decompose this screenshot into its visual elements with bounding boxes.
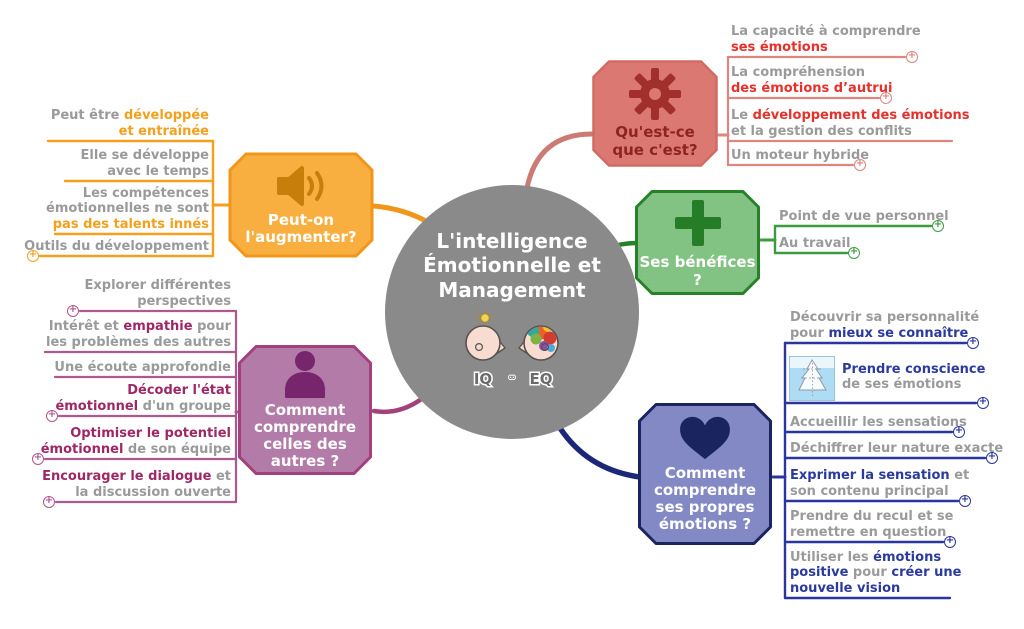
leaf-others-2[interactable]: Intérêt et empathie pour les problèmes d… [46,319,231,350]
leaf-what-1[interactable]: La capacité à comprendre ses émotions [731,24,921,55]
benefits-branch-lines [759,224,933,255]
leaf-benefits-1[interactable]: Point de vue personnel [779,208,949,224]
expand-button[interactable]: + [977,396,989,409]
expand-button[interactable]: + [43,495,55,508]
node-what[interactable]: Qu'est-ce que c'est? [592,60,718,167]
iq-head-icon [465,310,506,361]
leaf-own-3[interactable]: Accueillir les sensations [790,414,967,430]
leaf-own-7[interactable]: Utiliser les émotions positive pour crée… [790,550,962,596]
node-what-label: Qu'est-ce que c'est? [612,123,698,159]
leaf-augment-4[interactable]: Outils du développement [24,238,209,254]
leaf-others-6[interactable]: Encourager le dialogue et la discussion … [42,469,231,500]
node-own-emotions-label: Comment comprendre ses propres émotions … [653,463,757,534]
eq-head-icon [518,325,559,361]
leaf-what-3[interactable]: Le développement des émotions et la gest… [731,108,970,139]
gear-icon [629,68,681,121]
person-icon [285,350,325,398]
leaf-own-4[interactable]: Déchiffrer leur nature exacte [790,440,1004,456]
expand-button[interactable]: + [944,535,956,548]
node-own-emotions[interactable]: Comment comprendre ses propres émotions … [638,403,772,545]
iq-eq-illustration: IQ ∞ EQ [465,310,559,388]
expand-button[interactable]: + [27,249,39,262]
node-benefits[interactable]: Ses bénéfices ? [635,190,760,295]
node-benefits-label: Ses bénéfices ? [639,253,756,289]
leaf-augment-2[interactable]: Elle se développe avec le temps [80,148,209,179]
leaf-augment-1[interactable]: Peut être développée et entraînée [50,108,209,139]
leaf-others-1[interactable]: Explorer différentes perspectives [84,278,232,309]
expand-button[interactable]: + [967,336,979,349]
heart-icon [680,416,730,459]
augment-branch-lines [38,139,231,258]
plus-icon [674,200,721,247]
expand-button[interactable]: + [880,91,892,104]
vs-symbol: ∞ [508,373,516,383]
expand-button[interactable]: + [953,425,965,438]
expand-button[interactable]: + [32,452,44,465]
expand-button[interactable]: + [932,219,944,232]
central-title: L'intelligence Émotionnelle et Managemen… [423,229,601,302]
leaf-augment-3[interactable]: Les compétences émotionnelles ne sont pa… [46,186,209,232]
expand-button[interactable]: + [67,304,79,317]
central-topic[interactable]: L'intelligence Émotionnelle et Managemen… [385,185,639,439]
own-node-shape [638,403,772,545]
expand-button[interactable]: + [959,494,971,507]
others-node-shape [238,345,372,475]
leaf-own-1[interactable]: Découvrir sa personnalité pour mieux se … [790,310,980,341]
expand-button[interactable]: + [848,246,860,259]
leaf-own-5[interactable]: Exprimer la sensation et son contenu pri… [790,468,970,499]
own-branch-lines [771,341,987,600]
what-branch-lines [716,55,954,167]
node-others[interactable]: Comment comprendre celles des autres ? [238,345,372,475]
center-connectors [370,131,643,480]
speaker-icon [277,165,324,206]
leaf-benefits-2[interactable]: Au travail [779,235,851,251]
leaf-own-6[interactable]: Prendre du recul et se remettre en quest… [790,509,954,540]
iq-label: IQ [474,370,492,388]
eq-label: EQ [530,370,553,388]
expand-button[interactable]: + [986,451,998,464]
leaf-what-2[interactable]: La compréhension des émotions d’autrui [731,65,893,96]
leaf-others-4[interactable]: Décoder l'état émotionnel d'un groupe [55,383,231,414]
expand-button[interactable]: + [854,158,866,171]
node-augment-label: Peut-on l'augmenter? [245,210,357,246]
iceberg-thumbnail [789,356,835,401]
leaf-others-3[interactable]: Une écoute approfondie [54,359,231,375]
expand-button[interactable]: + [46,409,58,422]
node-augment[interactable]: Peut-on l'augmenter? [228,152,374,258]
node-others-label: Comment comprendre celles des autres ? [253,400,357,471]
expand-button[interactable]: + [906,50,918,63]
leaf-what-4[interactable]: Un moteur hybride [731,147,870,163]
leaf-others-5[interactable]: Optimiser le potentiel émotionnel de son… [40,426,231,457]
